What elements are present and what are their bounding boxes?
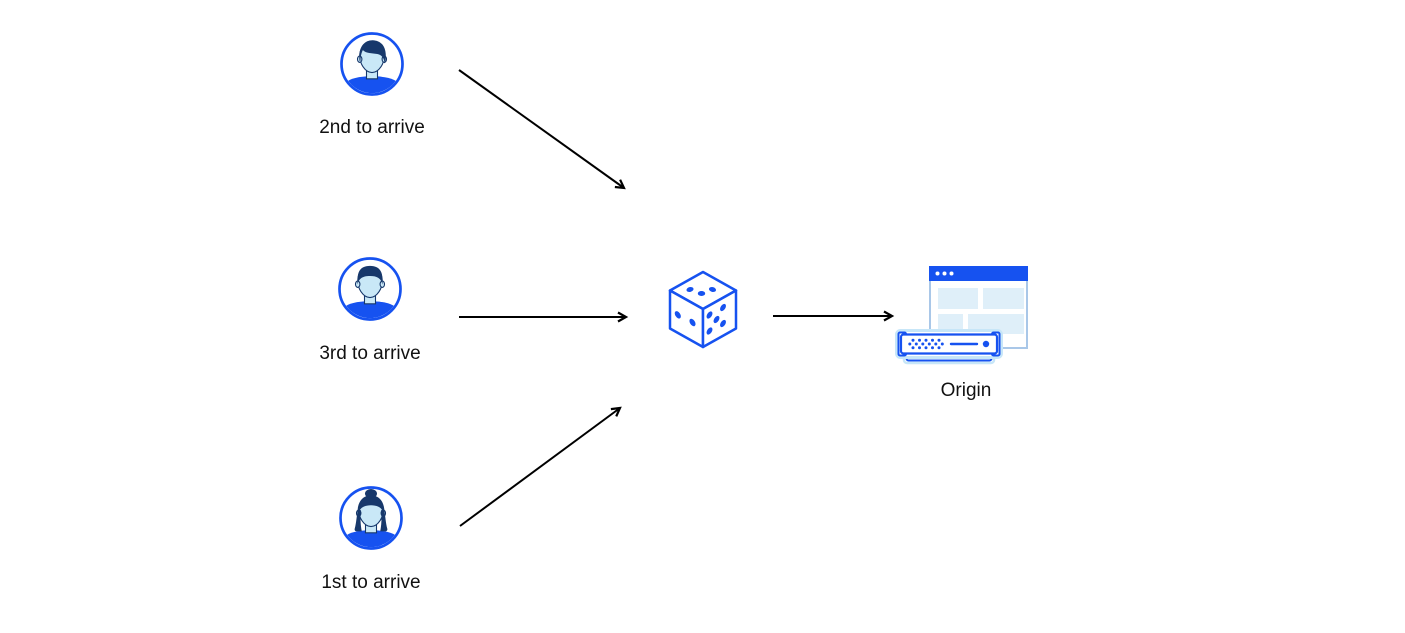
female-avatar-bun-icon [339,486,403,550]
arrow-first-client-to-dice [459,406,622,527]
origin-node: Origin [895,262,1029,401]
client-node-first: 1st to arrive [321,486,421,593]
server-vents-icon [908,338,944,350]
male-avatar-swept-hair-icon [340,32,404,96]
client-label-second: 2nd to arrive [319,117,425,138]
server-icon [895,329,1003,365]
arrow-second-client-to-dice [458,69,626,190]
male-avatar-short-hair-icon [338,257,402,321]
client-node-second: 2nd to arrive [319,32,425,138]
dice-icon [668,270,738,349]
origin-label: Origin [940,380,992,401]
client-node-third: 3rd to arrive [319,257,421,364]
client-label-third: 3rd to arrive [319,343,421,364]
client-label-first: 1st to arrive [321,572,421,593]
origin-icon [895,266,1028,365]
randomizer-node [667,269,739,356]
server-led-icon [982,340,990,348]
